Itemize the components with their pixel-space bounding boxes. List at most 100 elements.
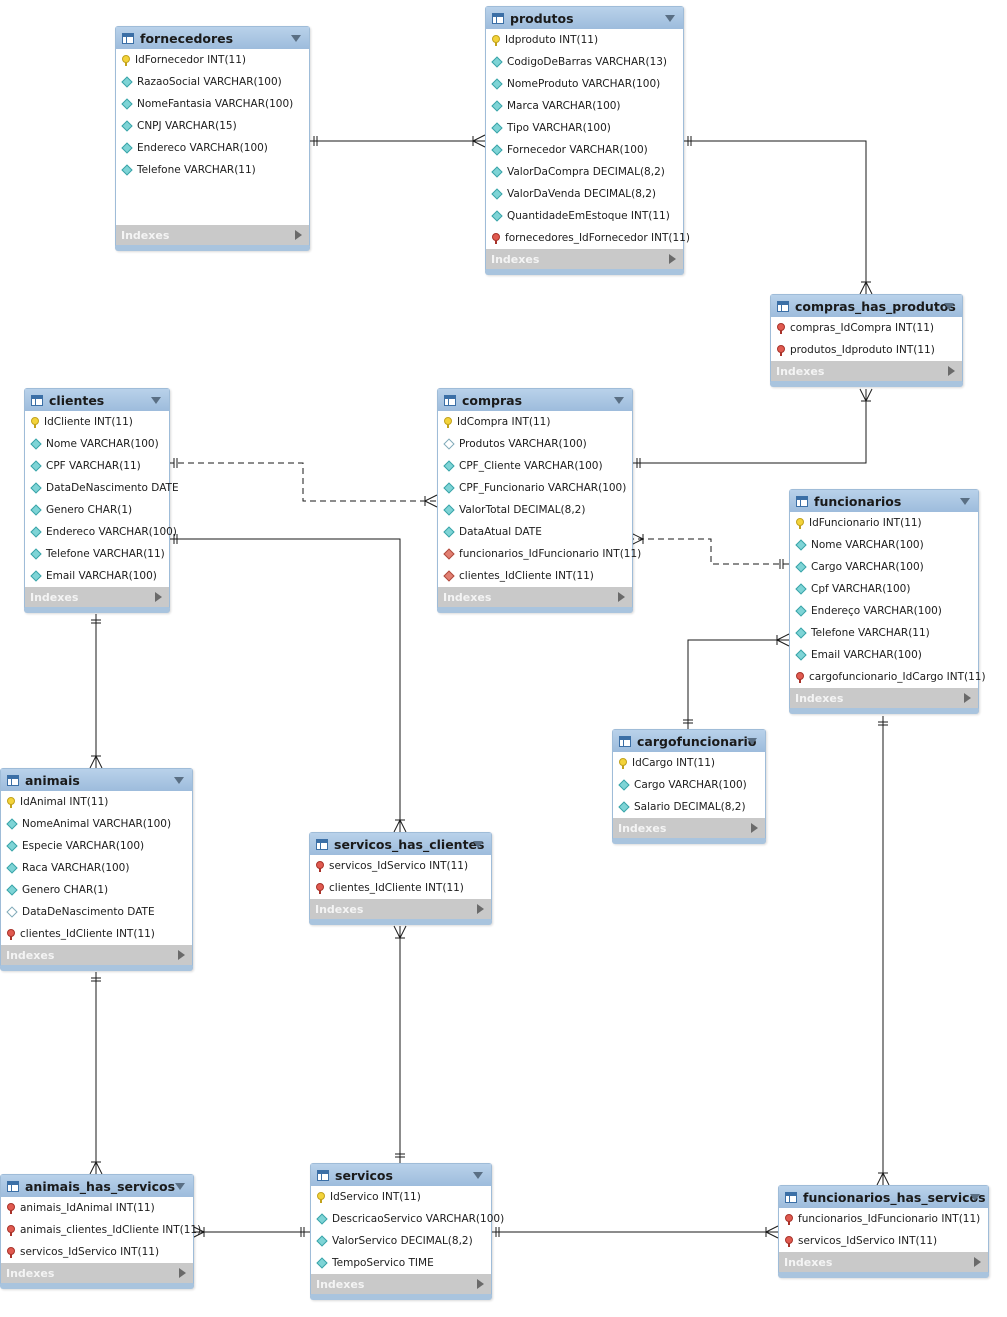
column-row[interactable]: Genero CHAR(1) xyxy=(25,499,169,521)
relationship-line[interactable] xyxy=(631,538,789,565)
column-row[interactable]: CPF VARCHAR(11) xyxy=(25,455,169,477)
column-row[interactable]: Cpf VARCHAR(100) xyxy=(790,578,978,600)
column-row[interactable]: ValorServico DECIMAL(8,2) xyxy=(311,1230,491,1252)
expand-arrow-icon[interactable] xyxy=(974,1257,981,1267)
column-row[interactable]: RazaoSocial VARCHAR(100) xyxy=(116,71,309,93)
column-row[interactable]: Nome VARCHAR(100) xyxy=(790,534,978,556)
collapse-toggle-icon[interactable] xyxy=(944,303,954,310)
column-row[interactable]: Raca VARCHAR(100) xyxy=(1,857,192,879)
table-header[interactable]: cargofuncionario xyxy=(613,730,765,752)
column-row[interactable]: Nome VARCHAR(100) xyxy=(25,433,169,455)
table-header[interactable]: funcionarios xyxy=(790,490,978,512)
collapse-toggle-icon[interactable] xyxy=(473,841,483,848)
column-row[interactable]: Cargo VARCHAR(100) xyxy=(613,774,765,796)
column-row[interactable]: IdFornecedor INT(11) xyxy=(116,49,309,71)
column-row[interactable]: produtos_Idproduto INT(11) xyxy=(771,339,962,361)
indexes-section[interactable]: Indexes xyxy=(25,587,169,607)
column-row[interactable]: IdFuncionario INT(11) xyxy=(790,512,978,534)
collapse-toggle-icon[interactable] xyxy=(291,35,301,42)
collapse-toggle-icon[interactable] xyxy=(614,397,624,404)
table-header[interactable]: animais_has_servicos xyxy=(1,1175,193,1197)
collapse-toggle-icon[interactable] xyxy=(970,1194,980,1201)
column-row[interactable]: ValorTotal DECIMAL(8,2) xyxy=(438,499,632,521)
collapse-toggle-icon[interactable] xyxy=(473,1172,483,1179)
column-row[interactable]: Marca VARCHAR(100) xyxy=(486,95,683,117)
indexes-section[interactable]: Indexes xyxy=(310,899,491,919)
column-row[interactable]: Email VARCHAR(100) xyxy=(790,644,978,666)
expand-arrow-icon[interactable] xyxy=(948,366,955,376)
collapse-toggle-icon[interactable] xyxy=(960,498,970,505)
column-row[interactable]: servicos_IdServico INT(11) xyxy=(779,1230,988,1252)
table-header[interactable]: servicos xyxy=(311,1164,491,1186)
column-row[interactable]: NomeAnimal VARCHAR(100) xyxy=(1,813,192,835)
expand-arrow-icon[interactable] xyxy=(179,1268,186,1278)
expand-arrow-icon[interactable] xyxy=(751,823,758,833)
collapse-toggle-icon[interactable] xyxy=(747,738,757,745)
relationship-produtos-compras-has-produtos[interactable] xyxy=(682,136,873,295)
column-row[interactable]: NomeProduto VARCHAR(100) xyxy=(486,73,683,95)
relationship-servicos-funcionarios-has-servicos[interactable] xyxy=(490,1225,779,1239)
relationship-funcionarios-funcionarios-has-servicos[interactable] xyxy=(876,716,890,1186)
table-header[interactable]: compras xyxy=(438,389,632,411)
expand-arrow-icon[interactable] xyxy=(669,254,676,264)
column-row[interactable]: animais_IdAnimal INT(11) xyxy=(1,1197,193,1219)
indexes-section[interactable]: Indexes xyxy=(613,818,765,838)
column-row[interactable]: Cargo VARCHAR(100) xyxy=(790,556,978,578)
table-header[interactable]: clientes xyxy=(25,389,169,411)
expand-arrow-icon[interactable] xyxy=(477,1279,484,1289)
column-row[interactable]: TempoServico TIME xyxy=(311,1252,491,1274)
expand-arrow-icon[interactable] xyxy=(155,592,162,602)
table-header[interactable]: servicos_has_clientes xyxy=(310,833,491,855)
table-header[interactable]: produtos xyxy=(486,7,683,29)
column-row[interactable]: CNPJ VARCHAR(15) xyxy=(116,115,309,137)
column-row[interactable]: IdServico INT(11) xyxy=(311,1186,491,1208)
collapse-toggle-icon[interactable] xyxy=(665,15,675,22)
relationship-cargofuncionario-funcionarios[interactable] xyxy=(683,633,790,729)
indexes-section[interactable]: Indexes xyxy=(311,1274,491,1294)
relationship-clientes-servicos-has-clientes[interactable] xyxy=(168,534,407,833)
column-row[interactable]: Telefone VARCHAR(11) xyxy=(790,622,978,644)
table-header[interactable]: compras_has_produtos xyxy=(771,295,962,317)
relationship-funcionarios-compras[interactable] xyxy=(630,532,789,569)
indexes-section[interactable]: Indexes xyxy=(779,1252,988,1272)
column-row[interactable]: Telefone VARCHAR(11) xyxy=(116,159,309,181)
table-header[interactable]: funcionarios_has_servicos xyxy=(779,1186,988,1208)
column-row[interactable]: funcionarios_IdFuncionario INT(11) xyxy=(779,1208,988,1230)
column-row[interactable]: IdCompra INT(11) xyxy=(438,411,632,433)
column-row[interactable]: ValorDaVenda DECIMAL(8,2) xyxy=(486,183,683,205)
column-row[interactable]: fornecedores_IdFornecedor INT(11) xyxy=(486,227,690,249)
column-row[interactable] xyxy=(116,181,309,203)
column-row[interactable]: clientes_IdCliente INT(11) xyxy=(438,565,632,587)
column-row[interactable]: Endereco VARCHAR(100) xyxy=(25,521,177,543)
column-row[interactable]: DataDeNascimento DATE xyxy=(25,477,179,499)
column-row[interactable]: DescricaoServico VARCHAR(100) xyxy=(311,1208,504,1230)
expand-arrow-icon[interactable] xyxy=(964,693,971,703)
column-row[interactable]: servicos_IdServico INT(11) xyxy=(1,1241,193,1263)
column-row[interactable]: Genero CHAR(1) xyxy=(1,879,192,901)
relationship-compras-compras-has-produtos[interactable] xyxy=(631,388,873,468)
relationship-line[interactable] xyxy=(631,389,867,464)
column-row[interactable]: Idproduto INT(11) xyxy=(486,29,683,51)
column-row[interactable]: cargofuncionario_IdCargo INT(11) xyxy=(790,666,986,688)
table-header[interactable]: animais xyxy=(1,769,192,791)
column-row[interactable]: IdAnimal INT(11) xyxy=(1,791,192,813)
relationship-servicos-animais-has-servicos[interactable] xyxy=(191,1225,310,1239)
column-row[interactable]: Endereço VARCHAR(100) xyxy=(790,600,978,622)
indexes-section[interactable]: Indexes xyxy=(116,225,309,245)
indexes-section[interactable]: Indexes xyxy=(790,688,978,708)
indexes-section[interactable]: Indexes xyxy=(1,945,192,965)
expand-arrow-icon[interactable] xyxy=(295,230,302,240)
column-row[interactable]: DataDeNascimento DATE xyxy=(1,901,192,923)
column-row[interactable]: servicos_IdServico INT(11) xyxy=(310,855,491,877)
